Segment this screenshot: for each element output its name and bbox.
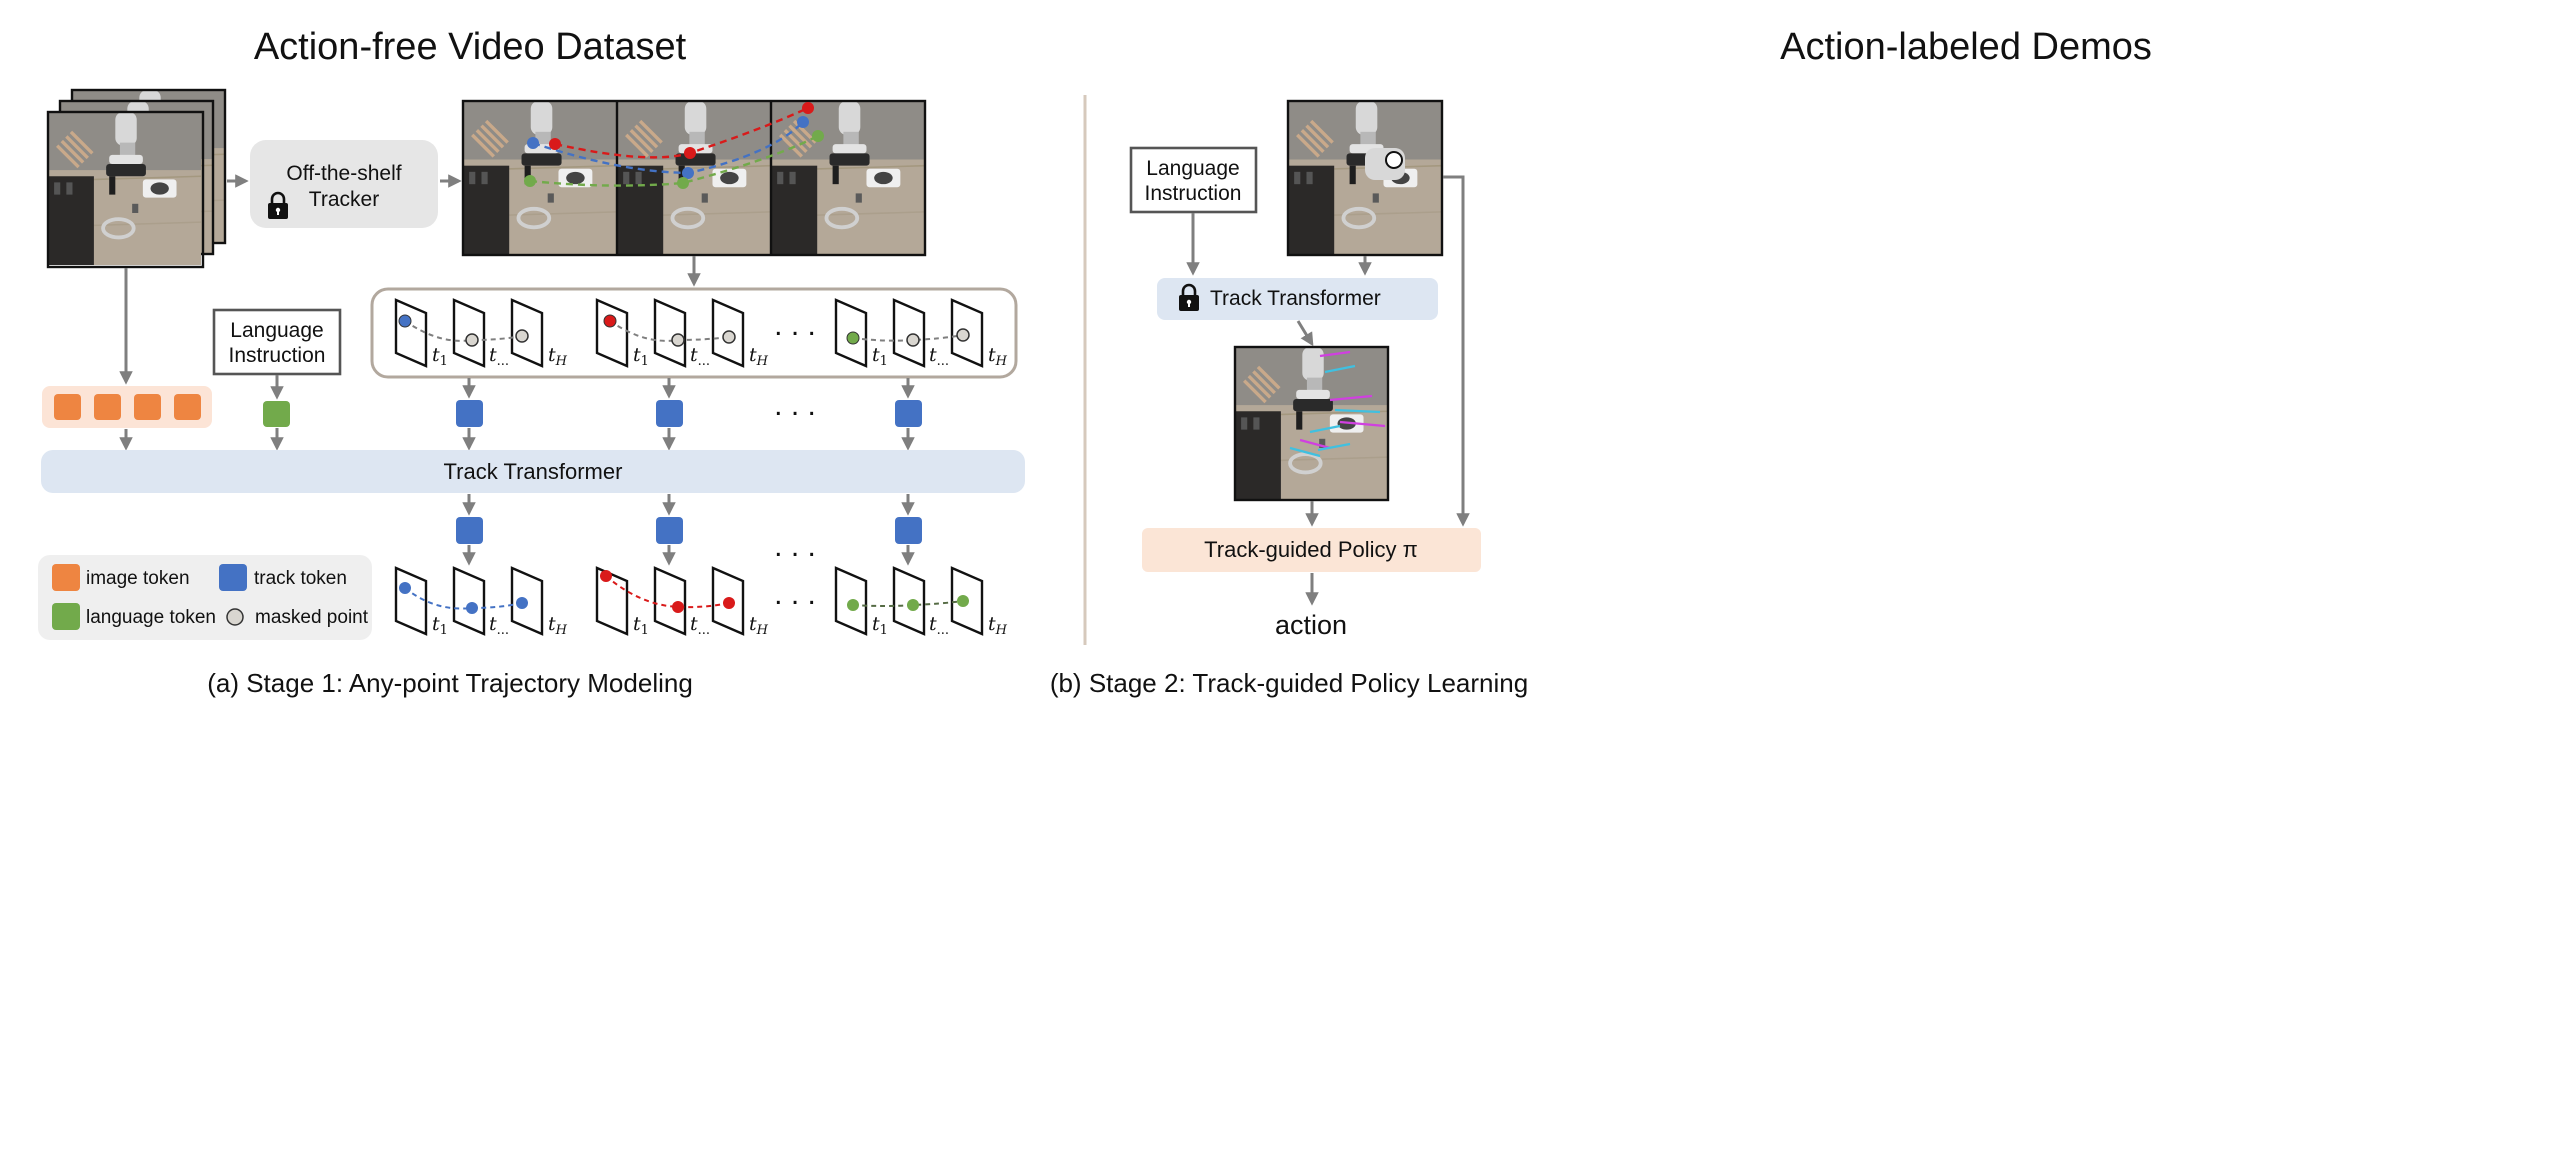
predicted-track-groups — [394, 566, 984, 636]
robot-observation-image — [1286, 99, 1444, 257]
track-tokens-upper — [456, 400, 922, 427]
svg-text:tH: tH — [749, 613, 769, 638]
svg-text:tH: tH — [548, 613, 568, 638]
stage1-title: Action-free Video Dataset — [254, 26, 687, 68]
tracker-label-line1: Off-the-shelf — [286, 162, 401, 185]
predicted-tracks-image — [1233, 345, 1390, 502]
track-tokens-lower — [456, 517, 922, 544]
masked-track-groups — [394, 298, 984, 368]
svg-text:tH: tH — [988, 613, 1008, 638]
action-label: action — [1275, 610, 1347, 640]
ellipsis-tokens-upper: . . . — [774, 389, 816, 422]
ellipsis-lower: . . . — [774, 578, 816, 611]
lower-time-labels: t1 t... tH t1 t... tH t1 t... tH — [432, 613, 1008, 638]
tracked-video-frames — [461, 99, 927, 257]
off-the-shelf-tracker-box: Off-the-shelf Tracker — [250, 140, 438, 228]
svg-text:t...: t... — [929, 613, 949, 638]
track-guided-policy-box: Track-guided Policy π — [1142, 528, 1481, 572]
stage2-title: Action-labeled Demos — [1780, 26, 2152, 68]
image-tokens — [54, 394, 201, 420]
svg-text:t1: t1 — [633, 613, 649, 638]
legend: image token track token language token m… — [38, 555, 372, 640]
legend-image-token-swatch — [52, 564, 80, 591]
svg-text:t1: t1 — [872, 613, 888, 638]
svg-text:t1: t1 — [432, 613, 448, 638]
legend-language-token: language token — [86, 607, 216, 628]
legend-track-token-swatch — [219, 564, 247, 591]
predicted-track-green — [834, 566, 984, 636]
legend-masked-point-swatch — [226, 608, 244, 626]
language-token — [263, 401, 290, 427]
legend-language-token-swatch — [52, 603, 80, 630]
language-instruction-line2: Instruction — [229, 344, 326, 367]
track-transformer-stage2: Track Transformer — [1157, 278, 1438, 320]
svg-text:t...: t... — [489, 613, 509, 638]
legend-track-token: track token — [254, 568, 347, 589]
legend-image-token: image token — [86, 568, 190, 589]
predicted-track-blue — [394, 566, 544, 636]
stage1-caption: (a) Stage 1: Any-point Trajectory Modeli… — [207, 668, 693, 698]
policy-label: Track-guided Policy π — [1204, 537, 1418, 562]
language-instruction-box-stage2: Language Instruction — [1129, 146, 1258, 214]
masked-track-blue — [394, 298, 544, 368]
stage2-track-transformer-label: Track Transformer — [1210, 287, 1381, 310]
lock-icon — [268, 191, 288, 219]
stage2-language-instruction-line1: Language — [1146, 157, 1239, 180]
svg-text:t...: t... — [690, 344, 710, 369]
image-token-group — [42, 386, 212, 428]
legend-masked-point: masked point — [255, 607, 369, 628]
track-transformer-label: Track Transformer — [444, 459, 623, 484]
video-frame-stack — [46, 88, 227, 269]
language-instruction-box-stage1: Language Instruction — [212, 308, 342, 376]
language-instruction-line1: Language — [230, 319, 323, 342]
masked-track-red — [595, 298, 745, 368]
masked-track-green — [834, 298, 984, 368]
ellipsis-upper: . . . — [774, 309, 816, 342]
tracker-label-line2: Tracker — [309, 188, 379, 211]
ellipsis-tokens-lower: . . . — [774, 530, 816, 563]
stage2-language-instruction-line2: Instruction — [1145, 182, 1242, 205]
track-transformer-stage1: Track Transformer — [41, 450, 1025, 493]
predicted-track-red — [595, 566, 745, 636]
stage2-caption: (b) Stage 2: Track-guided Policy Learnin… — [1050, 668, 1528, 698]
lock-icon — [1179, 283, 1199, 311]
svg-text:t...: t... — [690, 613, 710, 638]
